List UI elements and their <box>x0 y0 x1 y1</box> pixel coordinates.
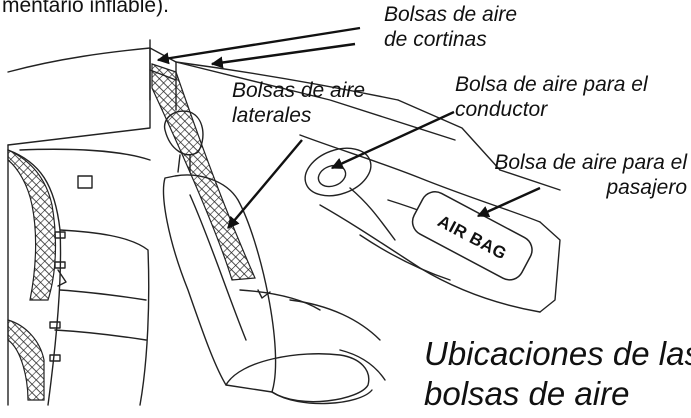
arrow-curtain-1 <box>156 26 361 65</box>
rear-switch <box>77 175 93 189</box>
rear-seat-seam <box>59 289 147 301</box>
rear-seat-cushion <box>59 229 150 406</box>
rear-side-airbag2 <box>7 319 45 401</box>
steering-wheel <box>304 147 372 197</box>
seat-cushion <box>225 353 370 403</box>
caption-line2: bolsas de aire <box>424 375 630 412</box>
label-side-line1: Bolsas de aire <box>232 79 366 102</box>
rear-side-airbag <box>7 149 57 301</box>
label-side-airbags: Bolsas de aire laterales <box>232 78 365 128</box>
label-driver-airbag: Bolsa de aire para el conductor <box>455 72 648 122</box>
steering-column <box>349 187 396 241</box>
steering-hub <box>317 164 347 188</box>
rear-buckle3 <box>49 321 61 329</box>
label-passenger-line1: Bolsa de aire para el <box>494 151 687 174</box>
rear-quarter <box>19 148 151 161</box>
floor-line <box>289 299 381 341</box>
seat-side <box>239 289 321 311</box>
console <box>339 349 386 381</box>
label-passenger-line2: pasajero <box>606 176 687 199</box>
arrow-curtain-2 <box>210 42 356 69</box>
rear-seat-seam2 <box>54 329 147 341</box>
label-curtain-line1: Bolsas de aire <box>384 3 518 26</box>
rear-window <box>7 39 151 146</box>
dashboard <box>299 134 541 223</box>
rear-seat-back <box>7 149 62 406</box>
arrow-side <box>227 139 303 229</box>
arrow-passenger <box>476 186 541 218</box>
label-curtain-airbags: Bolsas de aire de cortinas <box>384 2 517 52</box>
label-curtain-line2: de cortinas <box>384 28 487 51</box>
seat-back-inner <box>189 194 247 341</box>
seat-buckle <box>257 289 271 299</box>
windshield-frame <box>397 99 501 171</box>
diagram-caption: Ubicaciones de las bolsas de aire <box>424 334 691 414</box>
label-driver-line1: Bolsa de aire para el <box>455 73 648 96</box>
rear-buckle4 <box>49 354 61 362</box>
arrow-driver <box>330 110 455 170</box>
right-door <box>499 169 561 191</box>
header-fragment: mentario inflable). <box>2 0 169 17</box>
rear-belt-tongue <box>57 269 67 287</box>
seat-cushion-front <box>271 389 373 405</box>
label-side-line2: laterales <box>232 104 312 127</box>
label-driver-line2: conductor <box>455 98 548 121</box>
dash-right-edge <box>539 221 561 313</box>
caption-line1: Ubicaciones de las <box>424 335 691 372</box>
windshield-top <box>175 61 456 141</box>
label-passenger-airbag: Bolsa de aire para el pasajero <box>482 150 687 200</box>
